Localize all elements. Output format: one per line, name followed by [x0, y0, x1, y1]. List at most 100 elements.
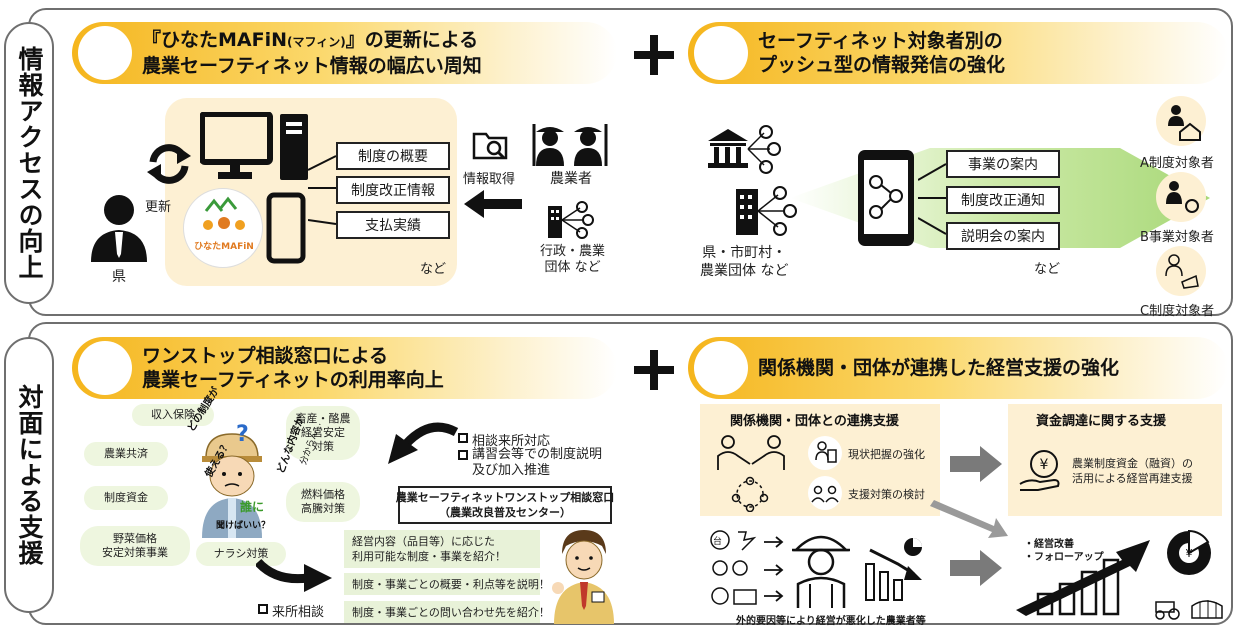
checkbox-icon [258, 604, 268, 614]
typhoon-label: 台 [713, 537, 723, 547]
info-box-revision: 制度改正情報 [336, 176, 450, 204]
etc-label: など [420, 262, 447, 277]
smartphone-icon [266, 192, 306, 264]
svg-text:¥: ¥ [1040, 457, 1049, 473]
banner-circle [78, 26, 132, 80]
mafin-logo: ひなたMAFiN [183, 188, 263, 268]
info-get-label: 情報取得 [463, 172, 516, 187]
team-circle-icon [730, 476, 770, 512]
banner-title-line1: 関係機関・団体が連携した経営支援の強化 [758, 357, 1120, 379]
consultant-icon [548, 526, 620, 624]
etc-label: など [1034, 262, 1061, 277]
onestop-window-title: 農業セーフティネットワンストップ相談窓口 （農業改良普及センター） [396, 486, 614, 524]
declining-chart-icon [862, 540, 926, 602]
curved-arrow-left-icon [380, 420, 460, 468]
bubble-income-insurance: 収入保険 [132, 404, 214, 426]
external-factors-icon [708, 528, 768, 612]
folder-search-icon [472, 128, 512, 162]
plus-icon [634, 35, 674, 75]
government-network-icon [706, 125, 806, 237]
question-mark-icon: ? [236, 422, 249, 447]
checkbox-icon [458, 433, 468, 443]
improve-list: ・経営改善 ・フォローアップ [1024, 538, 1104, 564]
pie-chart-icon [902, 536, 924, 558]
funding-support-area [1008, 404, 1222, 516]
svg-text:¥: ¥ [1186, 547, 1193, 560]
confused-farmer-icon [192, 428, 272, 538]
smartphone-network-icon [856, 148, 916, 248]
connector-lines [308, 150, 338, 240]
farmer-icon [790, 528, 852, 608]
discussion-icon [808, 476, 842, 510]
admin-label: 行政・農業 団体 など [540, 244, 606, 275]
target-b-circle [1156, 172, 1206, 222]
prefecture-label: 県 [112, 269, 126, 285]
target-b-label: B事業対象者 [1140, 230, 1214, 245]
banner-onestop: ワンストップ相談窓口による 農業セーフティネットの利用率向上 [72, 337, 617, 399]
farmers-label: 農業者 [550, 171, 592, 187]
item-situation: 現状把握の強化 [848, 448, 925, 461]
side-label-text: 情報アクセスの向上 [15, 46, 44, 280]
plus-icon [634, 350, 674, 390]
bubble-vegetable-price: 野菜価格 安定対策事業 [80, 526, 190, 566]
target-a-circle [1156, 96, 1206, 146]
checkbox-icon [458, 450, 468, 460]
info-box-payments: 支払実績 [336, 211, 450, 239]
banner-circle [694, 26, 748, 80]
improve-item: ・経営改善 [1024, 539, 1074, 550]
curved-arrow-right-icon [256, 556, 334, 596]
coin-hand-icon: ¥ [1018, 448, 1064, 494]
update-label: 更新 [145, 200, 172, 215]
mafin-logo-text: ひなたMAFiN [194, 242, 254, 252]
banner-title-line2: 農業セーフティネット情報の幅広い周知 [142, 55, 482, 77]
troubled-farmers-caption: 外的要因等により経営が悪化した農業者等 [736, 616, 926, 627]
cooperation-heading: 関係機関・団体との連携支援 [730, 414, 899, 429]
bubble-fuel-price: 燃料価格 高騰対策 [286, 482, 360, 522]
official-icon [88, 190, 150, 262]
side-label-info-access: 情報アクセスの向上 [4, 22, 54, 304]
funding-heading: 資金調達に関する支援 [1036, 414, 1167, 429]
push-box-revision: 制度改正通知 [946, 186, 1060, 214]
banner-title-line1b: 』の更新による [345, 29, 479, 51]
growth-chart-icon [1012, 532, 1162, 616]
bubble-system-funds: 制度資金 [84, 486, 168, 510]
connector-lines [918, 160, 948, 240]
thought-who: 誰に [240, 500, 265, 514]
banner-mafin-update: 『ひなたMAFiN(マフィン)』の更新による 農業セーフティネット情報の幅広い周… [72, 22, 617, 84]
banner-title-line1: 『ひなたMAFiN [142, 29, 288, 51]
gray-arrow-right-icon [950, 550, 1002, 586]
side-label-face-to-face: 対面による支援 [4, 337, 54, 613]
bubble-mutual-aid: 農業共済 [84, 442, 168, 466]
banner-circle [78, 341, 132, 395]
check-consultation: 相談来所対応 [472, 434, 551, 449]
fund-description: 農業制度資金（融資）の 活用による経営再建支援 [1072, 457, 1193, 485]
gray-arrow-right-icon [950, 446, 1002, 482]
push-box-briefing: 説明会の案内 [946, 222, 1060, 250]
visit-label: 来所相談 [272, 605, 325, 620]
diagonal-arrow-icon [930, 500, 1010, 540]
banner-circle [694, 341, 748, 395]
bubble-livestock: 畜産・酪農 経営安定 対策 [286, 406, 360, 460]
target-a-label: A制度対象者 [1140, 156, 1214, 171]
yen-pie-icon: ¥ [1164, 528, 1214, 578]
info-introduce-system: 経営内容（品目等）に応じた 利用可能な制度・事業を紹介！ [344, 530, 540, 568]
bubble-narashi: ナラシ対策 [196, 542, 286, 566]
banner-title-line1: セーフティネット対象者別の [758, 30, 1003, 52]
side-label-text: 対面による支援 [15, 384, 44, 566]
banner-title-line2: プッシュ型の情報発信の強化 [758, 54, 1006, 76]
refresh-icon [143, 138, 195, 190]
info-contact: 制度・事業ごとの問い合わせ先を紹介！ [344, 601, 550, 623]
info-box-overview: 制度の概要 [336, 142, 450, 170]
checklist-icon [808, 436, 842, 470]
check-seminar: 講習会等での制度説明 及び加入推進 [472, 447, 603, 478]
target-c-circle [1156, 246, 1206, 296]
improve-item: ・フォローアップ [1024, 552, 1104, 563]
banner-title-small: (マフィン) [287, 35, 346, 49]
sender-label: 県・市町村・ 農業団体 など [700, 245, 789, 279]
desktop-pc-icon [200, 112, 312, 184]
arrow-left-icon [464, 190, 522, 218]
banner-cooperation: 関係機関・団体が連携した経営支援の強化 [688, 337, 1228, 399]
small-arrows-icon [764, 530, 788, 606]
handshake-people-icon [716, 434, 786, 472]
tractor-greenhouse-icon [1152, 594, 1226, 620]
